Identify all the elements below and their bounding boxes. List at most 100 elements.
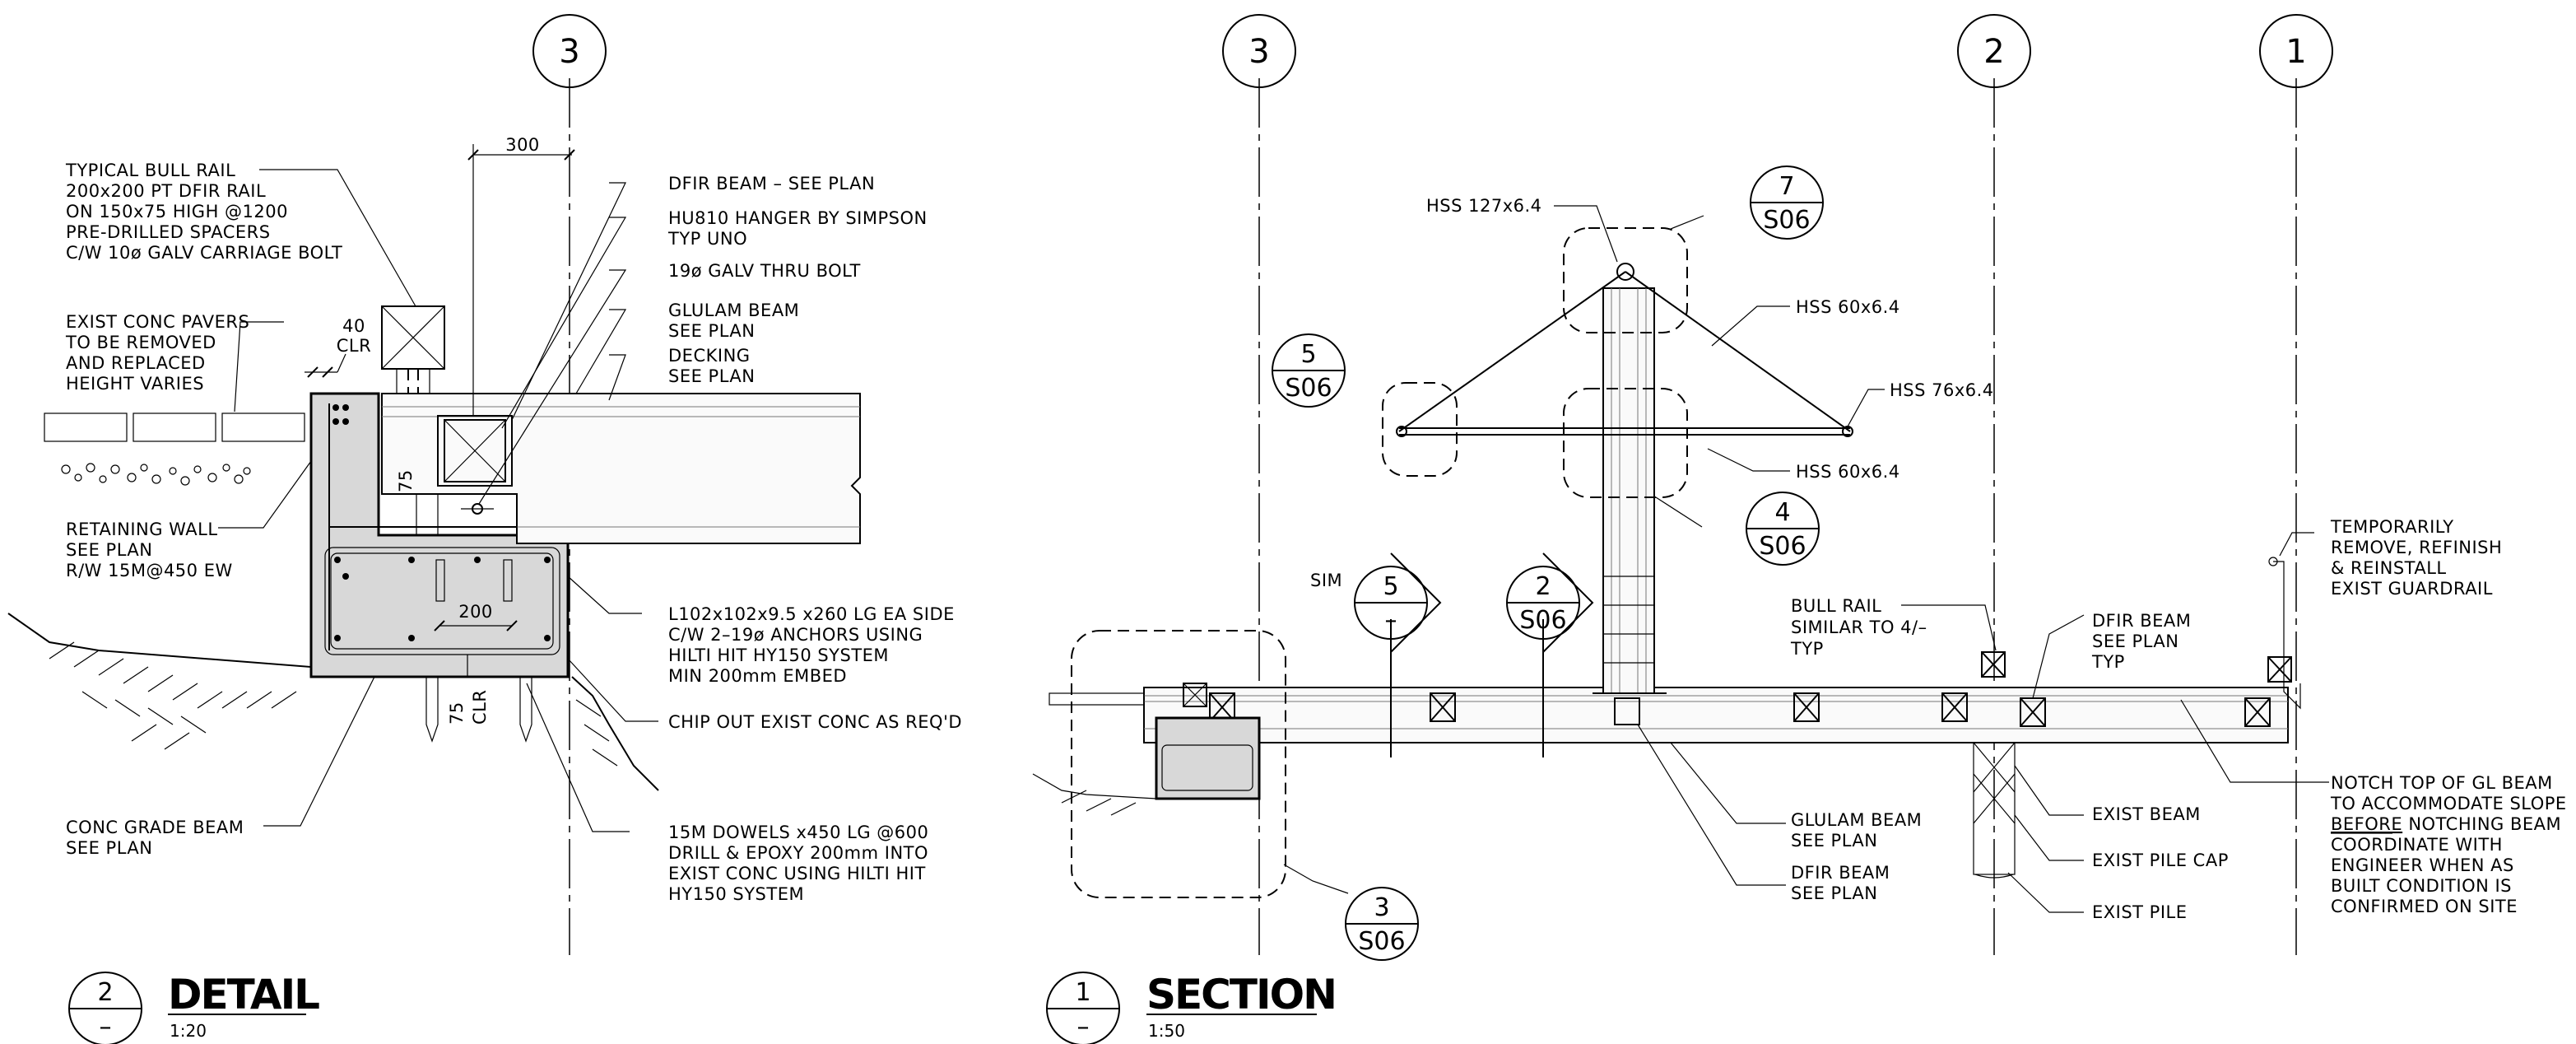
note-hanger: HU810 HANGER BY SIMPSON TYP UNO (667, 208, 928, 249)
section-graphics (1032, 227, 2301, 898)
svg-text:NOTCH TOP OF GL BEAM: NOTCH TOP OF GL BEAM (2331, 773, 2553, 793)
svg-text:TO ACCOMMODATE SLOPE: TO ACCOMMODATE SLOPE (2330, 794, 2567, 813)
note-retaining-wall: RETAINING WALL SEE PLAN R/W 15M@450 EW (66, 520, 233, 580)
svg-text:R/W 15M@450 EW: R/W 15M@450 EW (66, 561, 233, 580)
label-hss-60-lower: HSS 60x6.4 (1796, 462, 1900, 482)
svg-text:DFIR BEAM: DFIR BEAM (1791, 863, 1890, 883)
note-decking: DECKING SEE PLAN (668, 346, 755, 386)
svg-text:3: 3 (1374, 893, 1389, 922)
detail-dim-75-clr: 75 CLR (447, 690, 490, 725)
svg-text:BULL RAIL: BULL RAIL (1791, 596, 1881, 616)
note-exist-pile: EXIST PILE (2092, 902, 2188, 922)
note-thru-bolt: 19ø GALV THRU BOLT (668, 261, 860, 281)
svg-text:TYP: TYP (1790, 639, 1824, 659)
detail-dim-40: 40 CLR (337, 316, 371, 356)
svg-text:1:20: 1:20 (170, 1021, 207, 1041)
svg-text:EXIST PILE CAP: EXIST PILE CAP (2092, 851, 2229, 870)
svg-text:RETAINING WALL: RETAINING WALL (66, 520, 218, 539)
svg-text:–: – (1077, 1013, 1090, 1042)
svg-text:DETAIL: DETAIL (168, 971, 319, 1018)
svg-text:SEE PLAN: SEE PLAN (668, 321, 755, 341)
svg-text:200x200 PT DFIR RAIL: 200x200 PT DFIR RAIL (66, 181, 266, 201)
svg-text:ENGINEER WHEN AS: ENGINEER WHEN AS (2331, 855, 2514, 875)
svg-text:CONFIRMED ON SITE: CONFIRMED ON SITE (2331, 897, 2518, 916)
svg-text:S06: S06 (1358, 927, 1405, 956)
section-cut-5[interactable]: 5 – (1354, 552, 1442, 653)
grid-bubble-section-3: 3 (1222, 14, 1296, 88)
svg-text:DFIR BEAM: DFIR BEAM (2092, 611, 2191, 631)
svg-text:PRE-DRILLED SPACERS: PRE-DRILLED SPACERS (66, 222, 271, 242)
svg-text:1: 1 (2285, 33, 2306, 71)
svg-text:ON 150x75 HIGH @1200: ON 150x75 HIGH @1200 (66, 202, 288, 221)
svg-text:SEE PLAN: SEE PLAN (668, 366, 755, 386)
svg-text:4: 4 (1774, 498, 1790, 527)
note-pavers: EXIST CONC PAVERS TO BE REMOVED AND REPL… (65, 312, 249, 394)
callout-7-s06[interactable]: 7 S06 (1750, 165, 1824, 240)
section-cut-2[interactable]: 2 S06 (1506, 552, 1594, 653)
note-dfir-beam: DFIR BEAM – SEE PLAN (668, 174, 875, 193)
svg-text:S06: S06 (1763, 206, 1810, 235)
svg-text:CLR: CLR (470, 690, 490, 725)
svg-text:75: 75 (447, 701, 467, 725)
label-hss-127: HSS 127x6.4 (1426, 196, 1542, 216)
callout-5-s06[interactable]: 5 S06 (1272, 333, 1346, 408)
svg-text:MIN 200mm EMBED: MIN 200mm EMBED (668, 666, 847, 686)
svg-text:1: 1 (1075, 978, 1090, 1007)
svg-text:15M DOWELS x450 LG @600: 15M DOWELS x450 LG @600 (668, 823, 928, 842)
svg-text:SECTION: SECTION (1146, 971, 1336, 1018)
svg-text:3: 3 (1248, 33, 1269, 71)
label-hss-76: HSS 76x6.4 (1890, 380, 1994, 400)
svg-text:DFIR BEAM – SEE PLAN: DFIR BEAM – SEE PLAN (668, 174, 875, 193)
svg-text:40: 40 (342, 316, 365, 336)
svg-text:CLR: CLR (337, 336, 371, 356)
callout-4-s06[interactable]: 4 S06 (1746, 492, 1820, 566)
note-section-dfir-beam: DFIR BEAM SEE PLAN TYP (2091, 611, 2191, 672)
svg-text:TYPICAL BULL RAIL: TYPICAL BULL RAIL (65, 161, 235, 180)
svg-text:TYP: TYP (2091, 652, 2125, 672)
notch-before-text: BEFORE (2331, 814, 2402, 834)
svg-text:L102x102x9.5 x260 LG EA SIDE: L102x102x9.5 x260 LG EA SIDE (668, 604, 955, 624)
svg-text:BUILT CONDITION IS: BUILT CONDITION IS (2331, 876, 2512, 896)
svg-text:C/W 2–19ø ANCHORS USING: C/W 2–19ø ANCHORS USING (668, 625, 923, 645)
svg-text:COORDINATE WITH: COORDINATE WITH (2331, 835, 2503, 855)
svg-text:EXIST PILE: EXIST PILE (2092, 902, 2188, 922)
svg-text:EXIST BEAM: EXIST BEAM (2092, 804, 2201, 824)
note-exist-pile-cap: EXIST PILE CAP (2092, 851, 2229, 870)
grid-bubble-detail-3: 3 (532, 14, 607, 88)
svg-text:–: – (1385, 606, 1397, 635)
svg-text:TO BE REMOVED: TO BE REMOVED (65, 333, 216, 352)
note-notch: NOTCH TOP OF GL BEAM TO ACCOMMODATE SLOP… (2330, 773, 2567, 916)
svg-text:300: 300 (505, 135, 540, 155)
svg-text:REMOVE, REFINISH: REMOVE, REFINISH (2331, 538, 2502, 557)
svg-text:TEMPORARILY: TEMPORARILY (2330, 517, 2454, 537)
callout-3-s06[interactable]: 3 S06 (1345, 887, 1419, 961)
svg-text:HU810 HANGER BY SIMPSON: HU810 HANGER BY SIMPSON (668, 208, 928, 228)
svg-text:& REINSTALL: & REINSTALL (2331, 558, 2447, 578)
svg-text:GLULAM BEAM: GLULAM BEAM (668, 301, 799, 320)
svg-text:AND REPLACED: AND REPLACED (66, 353, 206, 373)
detail-leaders (218, 169, 658, 832)
svg-text:DRILL & EPOXY 200mm INTO: DRILL & EPOXY 200mm INTO (668, 843, 928, 863)
svg-text:SEE PLAN: SEE PLAN (66, 838, 152, 858)
svg-text:SEE PLAN: SEE PLAN (2092, 632, 2178, 651)
svg-text:2: 2 (1535, 572, 1551, 601)
section-leaders (1283, 205, 2329, 913)
grid-bubble-section-2: 2 (1957, 14, 2031, 88)
note-section-glulam: GLULAM BEAM SEE PLAN (1791, 810, 1922, 851)
svg-text:EXIST GUARDRAIL: EXIST GUARDRAIL (2331, 579, 2493, 599)
svg-text:DECKING: DECKING (668, 346, 751, 366)
note-grade-beam: CONC GRADE BEAM SEE PLAN (66, 818, 244, 858)
svg-text:TYP UNO: TYP UNO (667, 229, 747, 249)
svg-text:GLULAM BEAM: GLULAM BEAM (1791, 810, 1922, 830)
svg-text:1:50: 1:50 (1148, 1021, 1185, 1041)
svg-text:EXIST CONC USING HILTI HIT: EXIST CONC USING HILTI HIT (668, 864, 926, 883)
svg-text:2: 2 (1983, 33, 2004, 71)
svg-text:–: – (100, 1013, 112, 1042)
note-exist-beam: EXIST BEAM (2092, 804, 2201, 824)
svg-text:2: 2 (97, 978, 113, 1007)
detail-graphics (7, 144, 861, 791)
svg-text:HEIGHT VARIES: HEIGHT VARIES (66, 374, 204, 394)
note-section-bull-rail: BULL RAIL SIMILAR TO 4/– TYP (1790, 596, 1927, 659)
svg-text:BEFORE NOTCHING BEAM: BEFORE NOTCHING BEAM (2331, 814, 2561, 834)
